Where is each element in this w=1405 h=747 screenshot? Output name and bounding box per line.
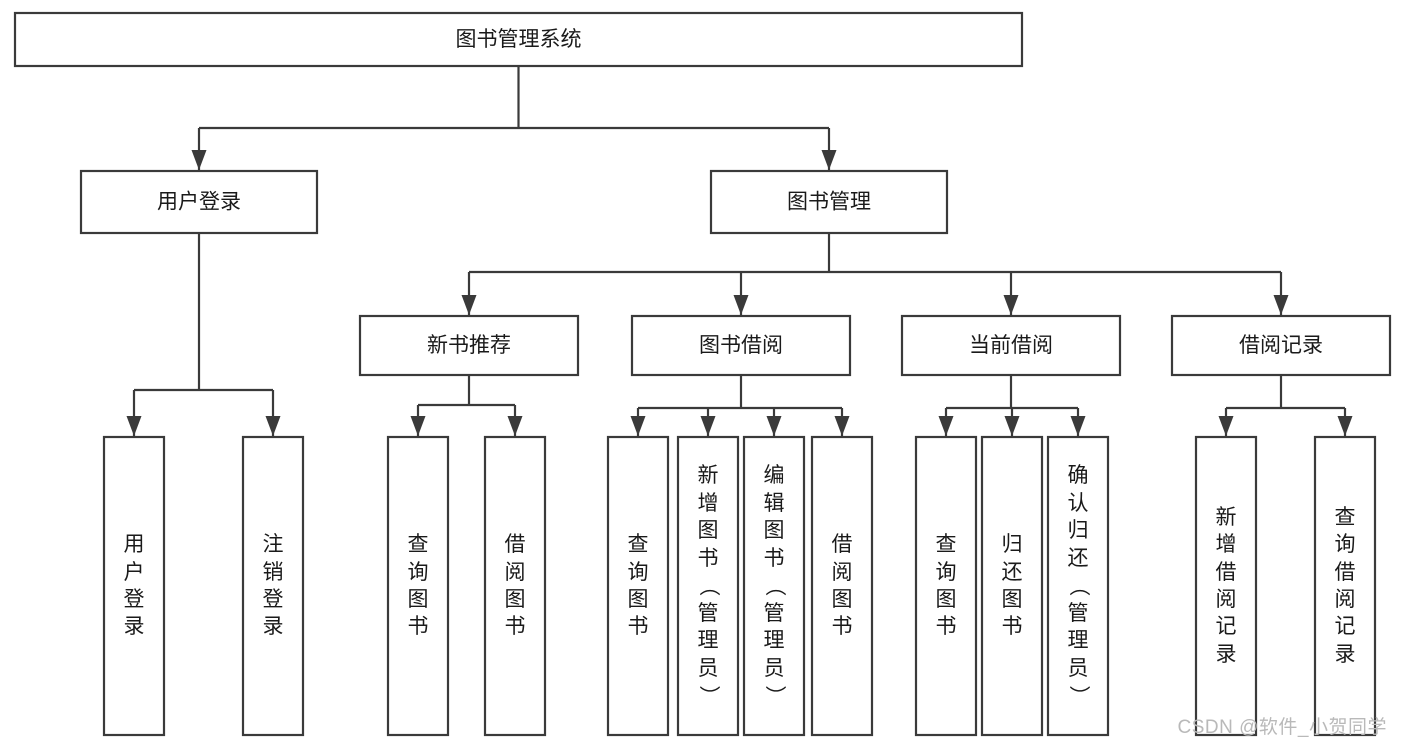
node-label-new-book-recommend: 新书推荐 <box>427 334 511 357</box>
node-label-current-borrow: 当前借阅 <box>969 334 1053 357</box>
node-box-user-login[interactable] <box>79 169 319 235</box>
node-box-leaf-add-book-admin[interactable] <box>676 435 740 737</box>
arrow-head-icon <box>834 416 850 436</box>
node-box-leaf-return-book[interactable] <box>980 435 1044 737</box>
arrow-head-icon <box>766 416 782 436</box>
node-label-root: 图书管理系统 <box>456 28 582 51</box>
node-box-borrow-records[interactable] <box>1170 314 1392 377</box>
arrow-head-icon <box>126 416 142 436</box>
arrow-head-icon <box>1070 416 1086 436</box>
arrow-head-icon <box>1337 416 1353 436</box>
arrow-head-icon <box>630 416 646 436</box>
arrow-head-icon <box>191 150 207 170</box>
node-box-leaf-user-login[interactable] <box>102 435 166 737</box>
node-label-book-management: 图书管理 <box>787 191 871 214</box>
node-box-leaf-logout[interactable] <box>241 435 305 737</box>
node-box-leaf-confirm-return-admin[interactable] <box>1046 435 1110 737</box>
connector-layer <box>126 66 1353 436</box>
arrow-head-icon <box>507 416 523 436</box>
arrow-head-icon <box>700 416 716 436</box>
arrow-head-icon <box>733 295 749 315</box>
node-box-leaf-add-borrow-record[interactable] <box>1194 435 1258 737</box>
node-box-leaf-query-book-current[interactable] <box>914 435 978 737</box>
node-box-leaf-query-book-borrow[interactable] <box>606 435 670 737</box>
node-label-borrow-records: 借阅记录 <box>1239 334 1323 357</box>
node-box-leaf-edit-book-admin[interactable] <box>742 435 806 737</box>
node-box-book-management[interactable] <box>709 169 949 235</box>
arrow-head-icon <box>1004 416 1020 436</box>
node-box-leaf-borrow-book[interactable] <box>810 435 874 737</box>
node-box-current-borrow[interactable] <box>900 314 1122 377</box>
node-label-book-borrow: 图书借阅 <box>699 334 783 357</box>
node-label-user-login: 用户登录 <box>157 191 241 214</box>
watermark-text: CSDN @软件_小贺同学 <box>1177 717 1387 738</box>
node-box-book-borrow[interactable] <box>630 314 852 377</box>
arrow-head-icon <box>1218 416 1234 436</box>
node-box-leaf-borrow-book-new[interactable] <box>483 435 547 737</box>
node-box-leaf-query-borrow-record[interactable] <box>1313 435 1377 737</box>
node-box-new-book-recommend[interactable] <box>358 314 580 377</box>
arrow-head-icon <box>410 416 426 436</box>
node-box-layer <box>13 11 1392 737</box>
arrow-head-icon <box>938 416 954 436</box>
arrow-head-icon <box>461 295 477 315</box>
arrow-head-icon <box>265 416 281 436</box>
node-box-root[interactable] <box>13 11 1024 68</box>
node-box-leaf-query-book-new[interactable] <box>386 435 450 737</box>
arrow-head-icon <box>1003 295 1019 315</box>
arrow-head-icon <box>821 150 837 170</box>
arrow-head-icon <box>1273 295 1289 315</box>
